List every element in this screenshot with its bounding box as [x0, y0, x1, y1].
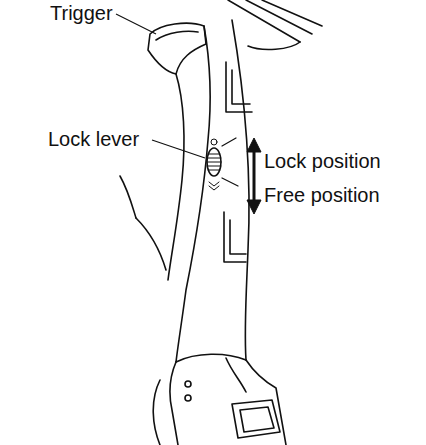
base-shape [170, 362, 178, 445]
double-arrow [247, 138, 261, 214]
free-symbol [209, 182, 219, 190]
grip-edge [232, 20, 249, 360]
housing-edge [248, 42, 300, 49]
tool-body [120, 0, 322, 445]
lock-symbol [211, 139, 217, 145]
lock-lever-shape [207, 148, 221, 176]
part-label: Trigger [50, 2, 113, 24]
groove [224, 212, 246, 262]
base-dot [185, 381, 191, 387]
part-label: Lock position [264, 150, 381, 172]
arrow-shaft [253, 150, 256, 204]
housing-edge [262, 0, 322, 26]
leader-line [116, 14, 156, 34]
groove [226, 62, 252, 112]
arrow-head [247, 200, 261, 214]
arrow-head [247, 138, 261, 152]
base-shape [153, 380, 160, 445]
leader-line [152, 140, 205, 158]
strap-line [136, 218, 166, 270]
base-shape [226, 358, 246, 392]
groove [230, 220, 246, 254]
base-window [232, 400, 280, 438]
lever-slot [222, 138, 238, 186]
base-shape [176, 354, 246, 362]
trigger-shape [156, 31, 198, 40]
trigger-shape [148, 23, 206, 74]
groove [232, 70, 250, 104]
strap-line [120, 176, 136, 218]
grip-edge [168, 74, 184, 280]
housing-edge [228, 0, 300, 42]
base-dot [185, 395, 191, 401]
part-label: Lock lever [48, 128, 139, 150]
base-window [240, 407, 274, 432]
lever-hatch [207, 154, 221, 170]
part-label: Free position [264, 184, 380, 206]
